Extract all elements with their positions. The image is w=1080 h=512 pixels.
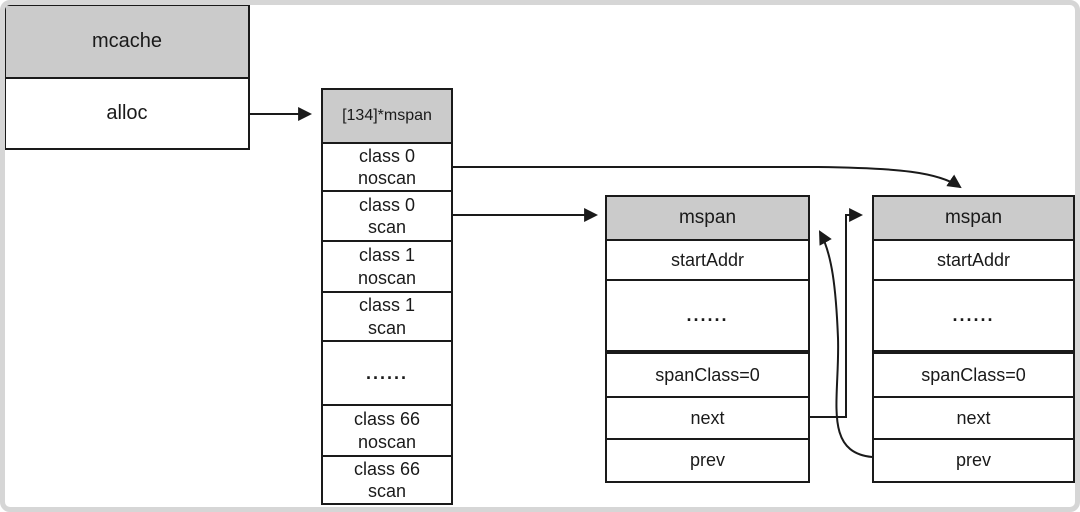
mcache-alloc-field: alloc [6, 77, 248, 148]
mspan-right-spanclass-field: spanClass=0 [874, 350, 1073, 396]
row-label-line1: class 66 [353, 409, 421, 429]
row-label-line2: scan [367, 317, 407, 338]
mspan-right-ellipsis-field: ...... [874, 279, 1073, 350]
span-array-row-class0-scan: class 0 scan [323, 190, 451, 240]
span-array-row-ellipsis: ...... [323, 340, 451, 404]
row-label-line2: noscan [357, 168, 417, 188]
row-label-line2: noscan [357, 431, 417, 452]
mspan-right-startaddr-field: startAddr [874, 239, 1073, 279]
mspan-right-prev-field: prev [874, 438, 1073, 481]
row-label-line2: scan [367, 217, 407, 237]
mcache-header: mcache [6, 6, 248, 77]
row-label-line1: class 1 [358, 245, 416, 265]
span-array-row-class0-noscan: class 0 noscan [323, 142, 451, 190]
span-array-row-class66-scan: class 66 scan [323, 455, 451, 503]
row-label-line1: class 0 [358, 194, 416, 215]
mspan-left-header: mspan [607, 197, 808, 239]
mspan-left-next-field: next [607, 396, 808, 438]
mspan-left-startaddr-field: startAddr [607, 239, 808, 279]
row-label-line2: noscan [357, 267, 417, 288]
mcache-box: mcache alloc [4, 4, 250, 150]
span-array-row-class1-noscan: class 1 noscan [323, 240, 451, 291]
row-label-line1: class 1 [358, 295, 416, 315]
prev-pointer-arrow [818, 230, 873, 458]
mspan-right-box: mspan startAddr ...... spanClass=0 next … [872, 195, 1075, 483]
mspan-right-next-field: next [874, 396, 1073, 438]
span-array-row-class1-scan: class 1 scan [323, 291, 451, 340]
mspan-right-header: mspan [874, 197, 1073, 239]
next-pointer-arrow [810, 208, 864, 418]
span-array-header: [134]*mspan [323, 90, 451, 142]
mspan-left-ellipsis-field: ...... [607, 279, 808, 350]
span-array-row-class66-noscan: class 66 noscan [323, 404, 451, 455]
row-label-line1: class 0 [358, 145, 416, 166]
mspan-left-box: mspan startAddr ...... spanClass=0 next … [605, 195, 810, 483]
mspan-left-prev-field: prev [607, 438, 808, 481]
span-array-box: [134]*mspan class 0 noscan class 0 scan … [321, 88, 453, 505]
row-label-line1: class 66 [353, 458, 421, 479]
row-label-line2: scan [367, 481, 407, 501]
class0-noscan-to-right-mspan-arrow [453, 166, 962, 189]
mspan-left-spanclass-field: spanClass=0 [607, 350, 808, 396]
